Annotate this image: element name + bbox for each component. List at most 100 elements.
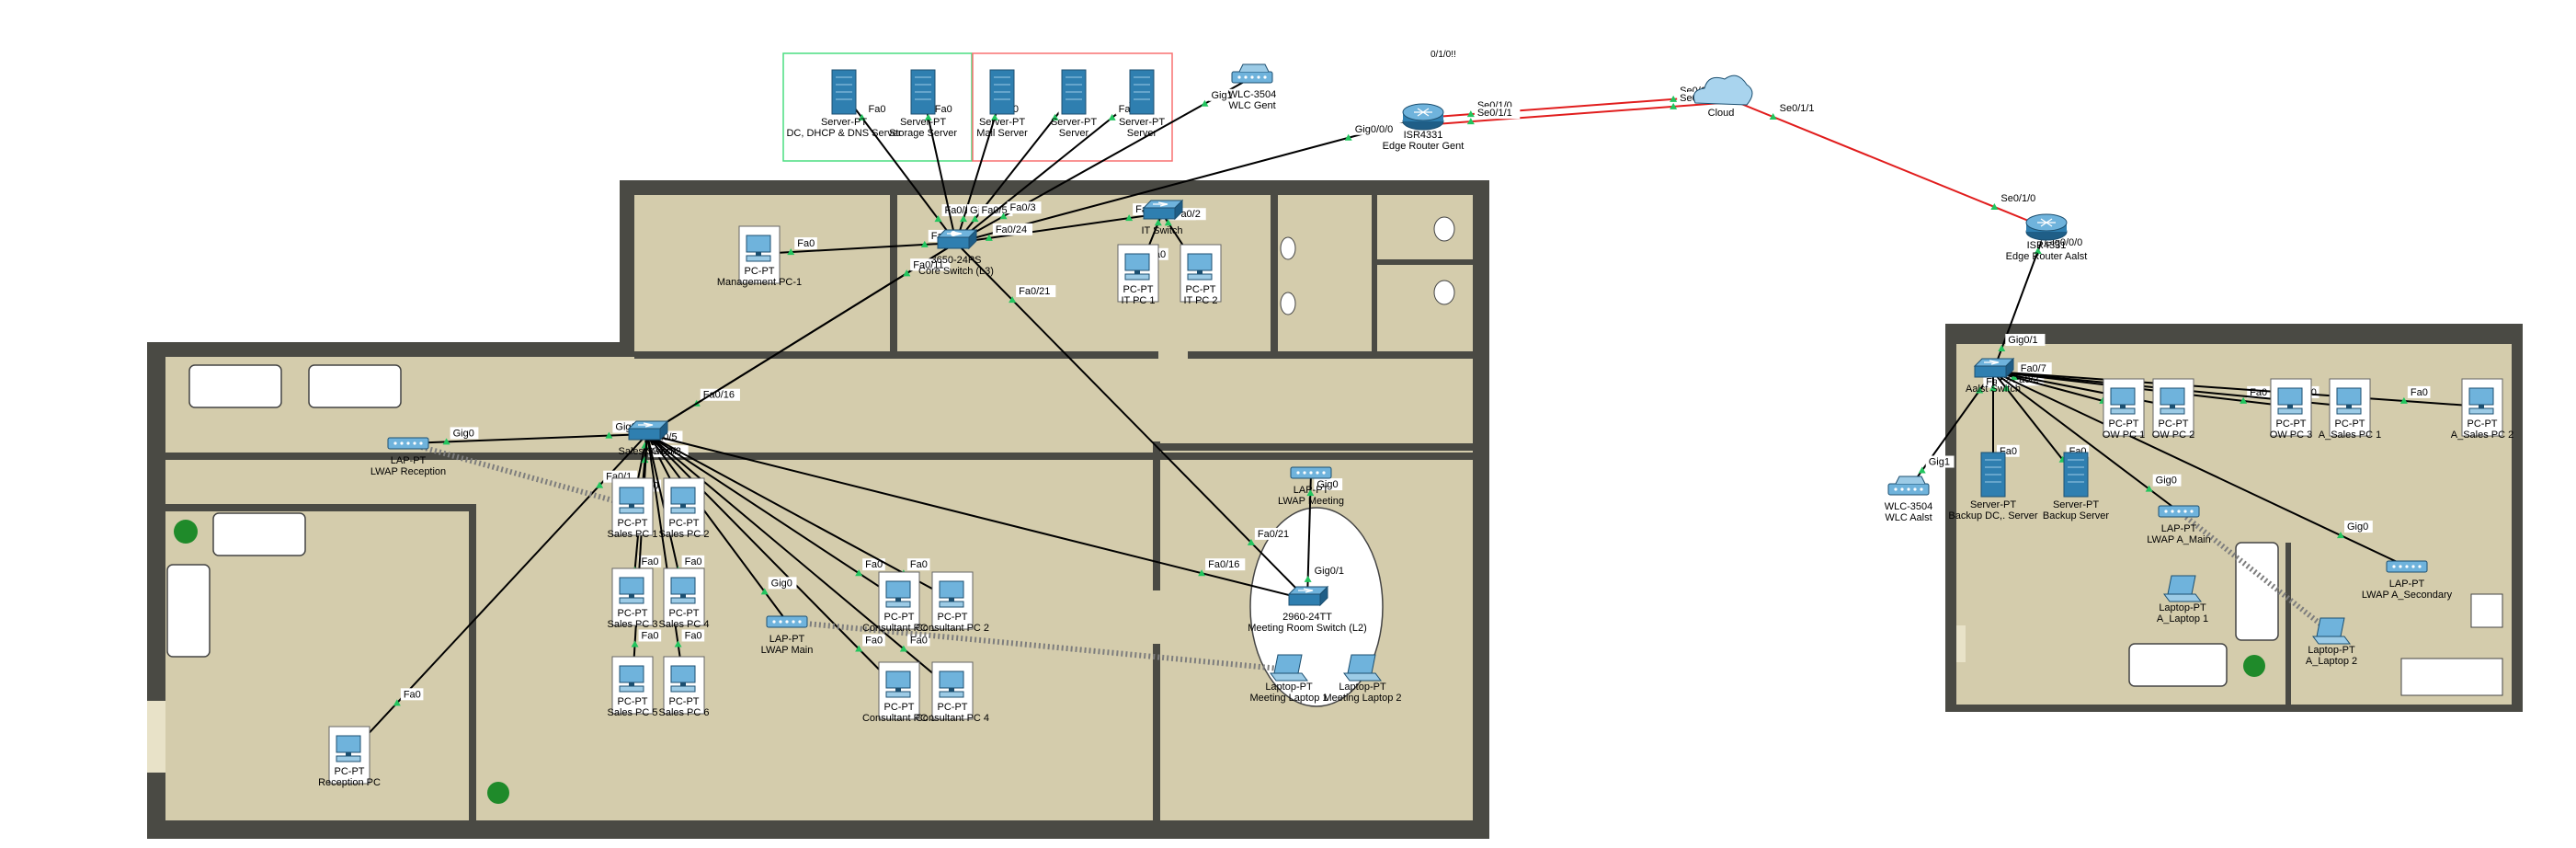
server-icon (989, 69, 1015, 115)
wireless-link[interactable] (2177, 509, 2333, 636)
router-icon (1402, 103, 1444, 131)
link-up-indicator (1670, 95, 1678, 102)
port-label-bg (638, 555, 662, 567)
door (1956, 625, 1966, 662)
cloud-icon (1693, 74, 1753, 106)
port-label: Fa0 (642, 630, 659, 641)
copper-link[interactable] (646, 433, 900, 601)
port-label-bg (681, 629, 705, 642)
port-label-bg (1208, 88, 1237, 101)
sofa (166, 364, 402, 658)
copper-link[interactable] (1992, 371, 2483, 407)
link-up-indicator (999, 212, 1008, 220)
wlc-icon (1887, 476, 1930, 496)
port-label-bg (1205, 558, 1246, 571)
device-cloud[interactable]: Cloud (1693, 74, 1753, 119)
link-up-indicator (1108, 113, 1116, 120)
plant (487, 782, 509, 804)
link-up-indicator (991, 113, 998, 120)
port-label: Fa0/3 (1010, 202, 1036, 213)
serial-link[interactable] (1720, 95, 2047, 229)
ap-icon (1290, 466, 1332, 479)
port-label-bg (865, 102, 889, 115)
port-label: Fa0 (865, 636, 883, 647)
wireless-link[interactable] (407, 441, 633, 509)
server-icon (2063, 452, 2089, 498)
link-up-indicator (605, 431, 613, 439)
device-aalst-switch[interactable]: Aalst Switch (1966, 357, 2021, 395)
copper-link[interactable] (646, 433, 953, 691)
copper-link[interactable] (1992, 371, 2408, 567)
pc-icon (663, 656, 705, 715)
port-label: Fa0/21 (1258, 529, 1289, 540)
switch-icon (1142, 199, 1184, 221)
link-up-indicator (1247, 538, 1255, 545)
link-up-indicator (1304, 575, 1312, 582)
plant (174, 520, 198, 544)
port-label-bg (1254, 527, 1295, 540)
copper-link[interactable] (646, 433, 1308, 601)
wireless-link[interactable] (786, 619, 1290, 672)
device-it-switch[interactable]: IT Switch (1141, 199, 1184, 236)
copper-link[interactable] (955, 117, 1424, 244)
link-up-indicator (934, 215, 942, 223)
aalst-floor (1956, 344, 2512, 705)
port-label: Fa0 (935, 104, 952, 115)
port-label: Gig0 (453, 428, 474, 439)
router-icon (2025, 213, 2068, 241)
copper-link[interactable] (646, 433, 900, 691)
device-sales-switch[interactable]: Sales Switch (619, 419, 677, 457)
ap-icon (2158, 505, 2200, 518)
